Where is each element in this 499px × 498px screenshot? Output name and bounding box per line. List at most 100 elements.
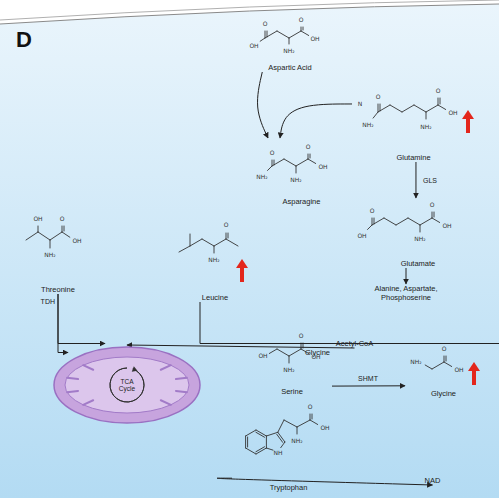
increase-arrow [468,362,480,385]
crista [161,365,171,370]
reaction-arrow [217,478,432,485]
chemical-bond [434,212,435,217]
chemical-bond [426,112,427,119]
atom-label: NH [274,450,283,456]
chemical-bond [228,233,229,238]
chemical-bond [62,232,70,237]
metabolite: Tryptophan [232,400,345,492]
chemical-bond [390,105,402,112]
chemical-bond [277,31,289,38]
atom-label: OH [310,36,319,42]
chemical-bond [301,27,302,31]
label-anchor: OH [448,110,457,116]
label-anchor: SHMT [358,375,378,382]
node-text: TCA Cycle [116,378,138,392]
atom-label: O [306,144,311,150]
cytoplasm-ground [0,4,499,498]
label-anchor: OH [320,425,329,431]
chemical-bond [246,430,256,436]
chemical-bond [266,436,267,448]
chemical-bond [312,414,313,419]
atom-label: O [299,333,304,339]
chemical-bond [310,420,318,424]
chemical-bond [402,105,414,112]
label-anchor: NH₂ [44,252,55,258]
chemical-bond [374,218,375,224]
label-anchor: NH₂ [291,438,302,444]
chemical-bond [246,448,256,454]
label-anchor: NH₂ [283,367,294,373]
outer-membrane [54,347,200,423]
chemical-bond [289,356,290,363]
chemical-bond [297,420,310,427]
reaction-arrow [200,302,499,344]
chemical-bond [373,112,378,118]
label-anchor: OH [318,164,327,170]
atom-label: NH₂ [283,367,294,373]
chemical-bond [384,218,396,225]
chemical-bond [265,31,266,38]
chemical-bond [378,105,390,112]
atom-label: O [299,17,304,23]
label-anchor: O [442,346,447,352]
atom-label: O [430,202,435,208]
chemical-bond [256,432,265,437]
reaction-arrow [406,268,407,284]
metabolite: Glycine [405,345,482,398]
crista [67,391,78,392]
atom-label: OH [318,164,327,170]
atom-label: O [376,94,381,100]
chemical-bond [214,239,226,246]
node-text: Leucine [202,293,228,302]
chemical-bond [308,159,316,163]
chemical-bond [260,38,265,41]
atom-label: OH [448,110,457,116]
panel-letter: D [16,29,32,51]
label-anchor: NH₂ [283,48,294,54]
chemical-bond [446,356,447,361]
chemical-bond [38,226,39,232]
chemical-bond [372,218,384,225]
atom-label: OH [258,353,267,359]
label-anchor: OH [442,223,451,229]
chemical-bond [38,232,50,240]
atom-label: NH₂ [283,48,294,54]
atom-label: OH [454,367,463,373]
node-text: Acetyl-CoA [105,339,499,348]
chemical-bond [368,225,372,229]
atom-label: O [308,404,313,410]
atom-label: OH [72,238,81,244]
chemical-bond [289,38,290,44]
enzyme-label: TDH [41,298,55,305]
chemical-bond [444,356,445,362]
crista [83,400,93,405]
chemical-bond [432,212,433,218]
atom-label: NH₂ [410,359,421,365]
chemical-bond [266,432,277,436]
label-anchor: NH [274,450,283,456]
node-text: Tryptophan [270,483,308,492]
chemical-bond [214,246,215,253]
label-anchor: OH [454,367,463,373]
chemical-bond [296,159,308,166]
label-anchor: NH₂ [410,359,421,365]
label-anchor: O [430,202,435,208]
label-anchor: O [270,150,275,156]
chemical-bond [414,105,426,112]
reaction-arrow [332,385,405,386]
chemical-bond [396,218,408,225]
label-anchor: OH [357,233,366,239]
atom-label: NH₂ [420,124,431,130]
molecule-structures [26,27,452,454]
crista [176,391,187,392]
membrane-line [0,0,499,20]
reaction-arrow [127,345,355,348]
label-anchor: O [376,94,381,100]
chemical-bond [247,437,248,447]
crista [67,378,78,379]
chemical-bond [245,436,246,448]
label-anchor: GLS [423,177,437,184]
chemical-bond [425,365,432,369]
